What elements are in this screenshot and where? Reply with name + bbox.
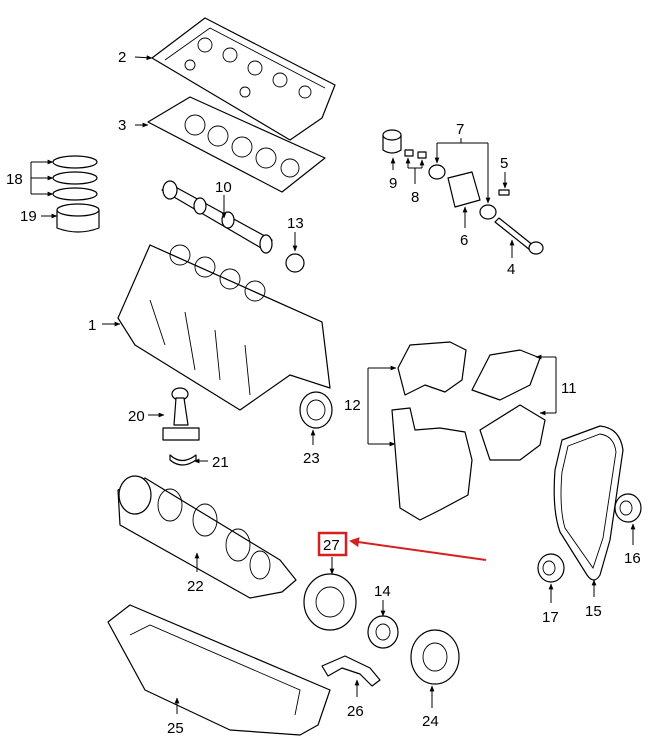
callout-3: 3 <box>118 117 126 134</box>
callout-5: 5 <box>500 155 508 172</box>
leader-lines <box>30 55 636 714</box>
highlight-arrow <box>349 537 487 561</box>
highlight-27: 27 <box>317 531 487 561</box>
oil-pump <box>303 573 357 631</box>
belt-pulley <box>614 493 642 523</box>
sprocket <box>367 615 399 649</box>
head-gasket <box>147 96 326 193</box>
valve <box>494 217 544 255</box>
camshaft-seal <box>285 253 305 273</box>
callout-17: 17 <box>542 609 559 626</box>
callout-18: 18 <box>6 171 23 188</box>
cylinder-head <box>151 17 336 141</box>
engine-block <box>117 244 331 411</box>
timing-cover <box>391 341 473 521</box>
oil-pan <box>107 604 331 736</box>
callout-2: 2 <box>118 49 126 66</box>
rear-main-seal <box>299 391 333 429</box>
callout-14: 14 <box>374 583 391 600</box>
callout-27: 27 <box>323 537 340 554</box>
valve-lifter <box>382 129 402 154</box>
callout-8: 8 <box>411 189 419 206</box>
oil-pickup-tube <box>321 655 381 687</box>
piston <box>56 203 100 233</box>
camshaft <box>161 180 273 254</box>
callout-4: 4 <box>507 261 515 278</box>
valve-spring-assembly <box>428 164 497 220</box>
callout-22: 22 <box>187 578 204 595</box>
connecting-rod <box>162 387 200 441</box>
drive-belt <box>553 425 624 581</box>
rod-bearing <box>169 454 197 466</box>
valve-keepers <box>404 149 427 159</box>
callout-24: 24 <box>422 713 439 730</box>
piston-rings <box>52 155 98 201</box>
callout-7: 7 <box>456 121 464 138</box>
callout-13: 13 <box>287 215 304 232</box>
callout-6: 6 <box>460 232 468 249</box>
callout-25: 25 <box>167 720 184 737</box>
timing-cover-panels <box>471 349 546 461</box>
callout-15: 15 <box>585 603 602 620</box>
callout-19: 19 <box>20 208 37 225</box>
callout-12: 12 <box>344 397 361 414</box>
callout-20: 20 <box>128 408 145 425</box>
callout-26: 26 <box>347 703 364 720</box>
callout-16: 16 <box>624 550 641 567</box>
callout-10: 10 <box>215 179 232 196</box>
crank-pulley <box>410 629 460 685</box>
callout-9: 9 <box>389 175 397 192</box>
callout-23: 23 <box>303 450 320 467</box>
valve-guide <box>498 189 510 196</box>
callout-11: 11 <box>561 380 577 397</box>
callout-21: 21 <box>212 454 229 471</box>
crankshaft <box>117 475 297 599</box>
highlight-box <box>317 531 348 557</box>
callout-labels: 2 3 18 19 10 13 9 8 7 5 6 4 1 11 12 20 2… <box>6 49 641 737</box>
idler-pulley <box>537 553 565 583</box>
callout-1: 1 <box>88 317 96 334</box>
